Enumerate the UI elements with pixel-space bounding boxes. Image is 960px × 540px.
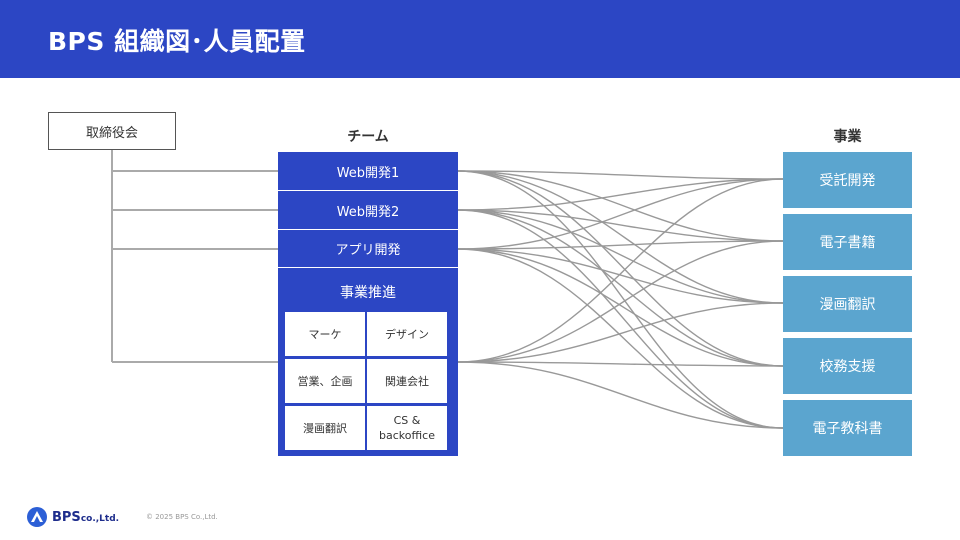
link-team2-business2	[457, 209, 784, 242]
link-team4-business3	[457, 302, 784, 363]
link-team3-business3	[457, 248, 784, 304]
business-manga-translation: 漫画翻訳	[783, 276, 912, 332]
business-ebooks: 電子書籍	[783, 214, 912, 270]
link-team3-business5	[457, 248, 784, 429]
board-of-directors-box: 取締役会	[48, 112, 176, 150]
link-team2-business1	[457, 178, 784, 211]
link-team2-business5	[457, 209, 784, 429]
copyright-text: © 2025 BPS Co.,Ltd.	[146, 513, 218, 521]
link-team4-business4	[457, 361, 784, 367]
business-school-support: 校務支援	[783, 338, 912, 394]
business-promotion-label: 事業推進	[340, 285, 396, 301]
header-bar: BPS 組織図･人員配置	[0, 0, 960, 78]
team-web-dev-2: Web開発2	[278, 191, 458, 229]
logo-text: BPSco.,Ltd.	[52, 509, 120, 525]
subteam-manga-translation: 漫画翻訳	[285, 406, 365, 450]
team-business-promotion: 事業推進 マーケ デザイン 営業、企画 関連会社 漫画翻訳 CS & backo…	[278, 268, 458, 456]
link-team4-business5	[457, 361, 784, 429]
subteam-sales-planning: 営業、企画	[285, 359, 365, 403]
page-title: BPS 組織図･人員配置	[48, 27, 306, 56]
bps-logo-icon	[27, 507, 47, 527]
link-team3-business4	[457, 248, 784, 367]
subteam-design: デザイン	[367, 312, 447, 356]
link-team4-business1	[457, 178, 784, 363]
business-digital-textbooks: 電子教科書	[783, 400, 912, 456]
subteam-affiliates: 関連会社	[367, 359, 447, 403]
subteam-marketing: マーケ	[285, 312, 365, 356]
business-column-heading: 事業	[833, 129, 862, 145]
team-column-heading: チーム	[347, 129, 389, 145]
link-team4-business2	[457, 240, 784, 363]
team-app-dev: アプリ開発	[278, 230, 458, 267]
link-team1-business1	[457, 170, 784, 180]
team-web-dev-1: Web開発1	[278, 152, 458, 190]
link-team3-business2	[457, 240, 784, 250]
link-team3-business1	[457, 178, 784, 250]
link-team1-business3	[457, 170, 784, 304]
business-contract-development: 受託開発	[783, 152, 912, 208]
link-team2-business3	[457, 209, 784, 304]
subteam-cs-backoffice: CS & backoffice	[367, 406, 447, 450]
link-team1-business5	[457, 170, 784, 429]
link-team2-business4	[457, 209, 784, 367]
company-logo: BPSco.,Ltd.	[26, 505, 119, 529]
link-team1-business2	[457, 170, 784, 242]
link-team1-business4	[457, 170, 784, 367]
